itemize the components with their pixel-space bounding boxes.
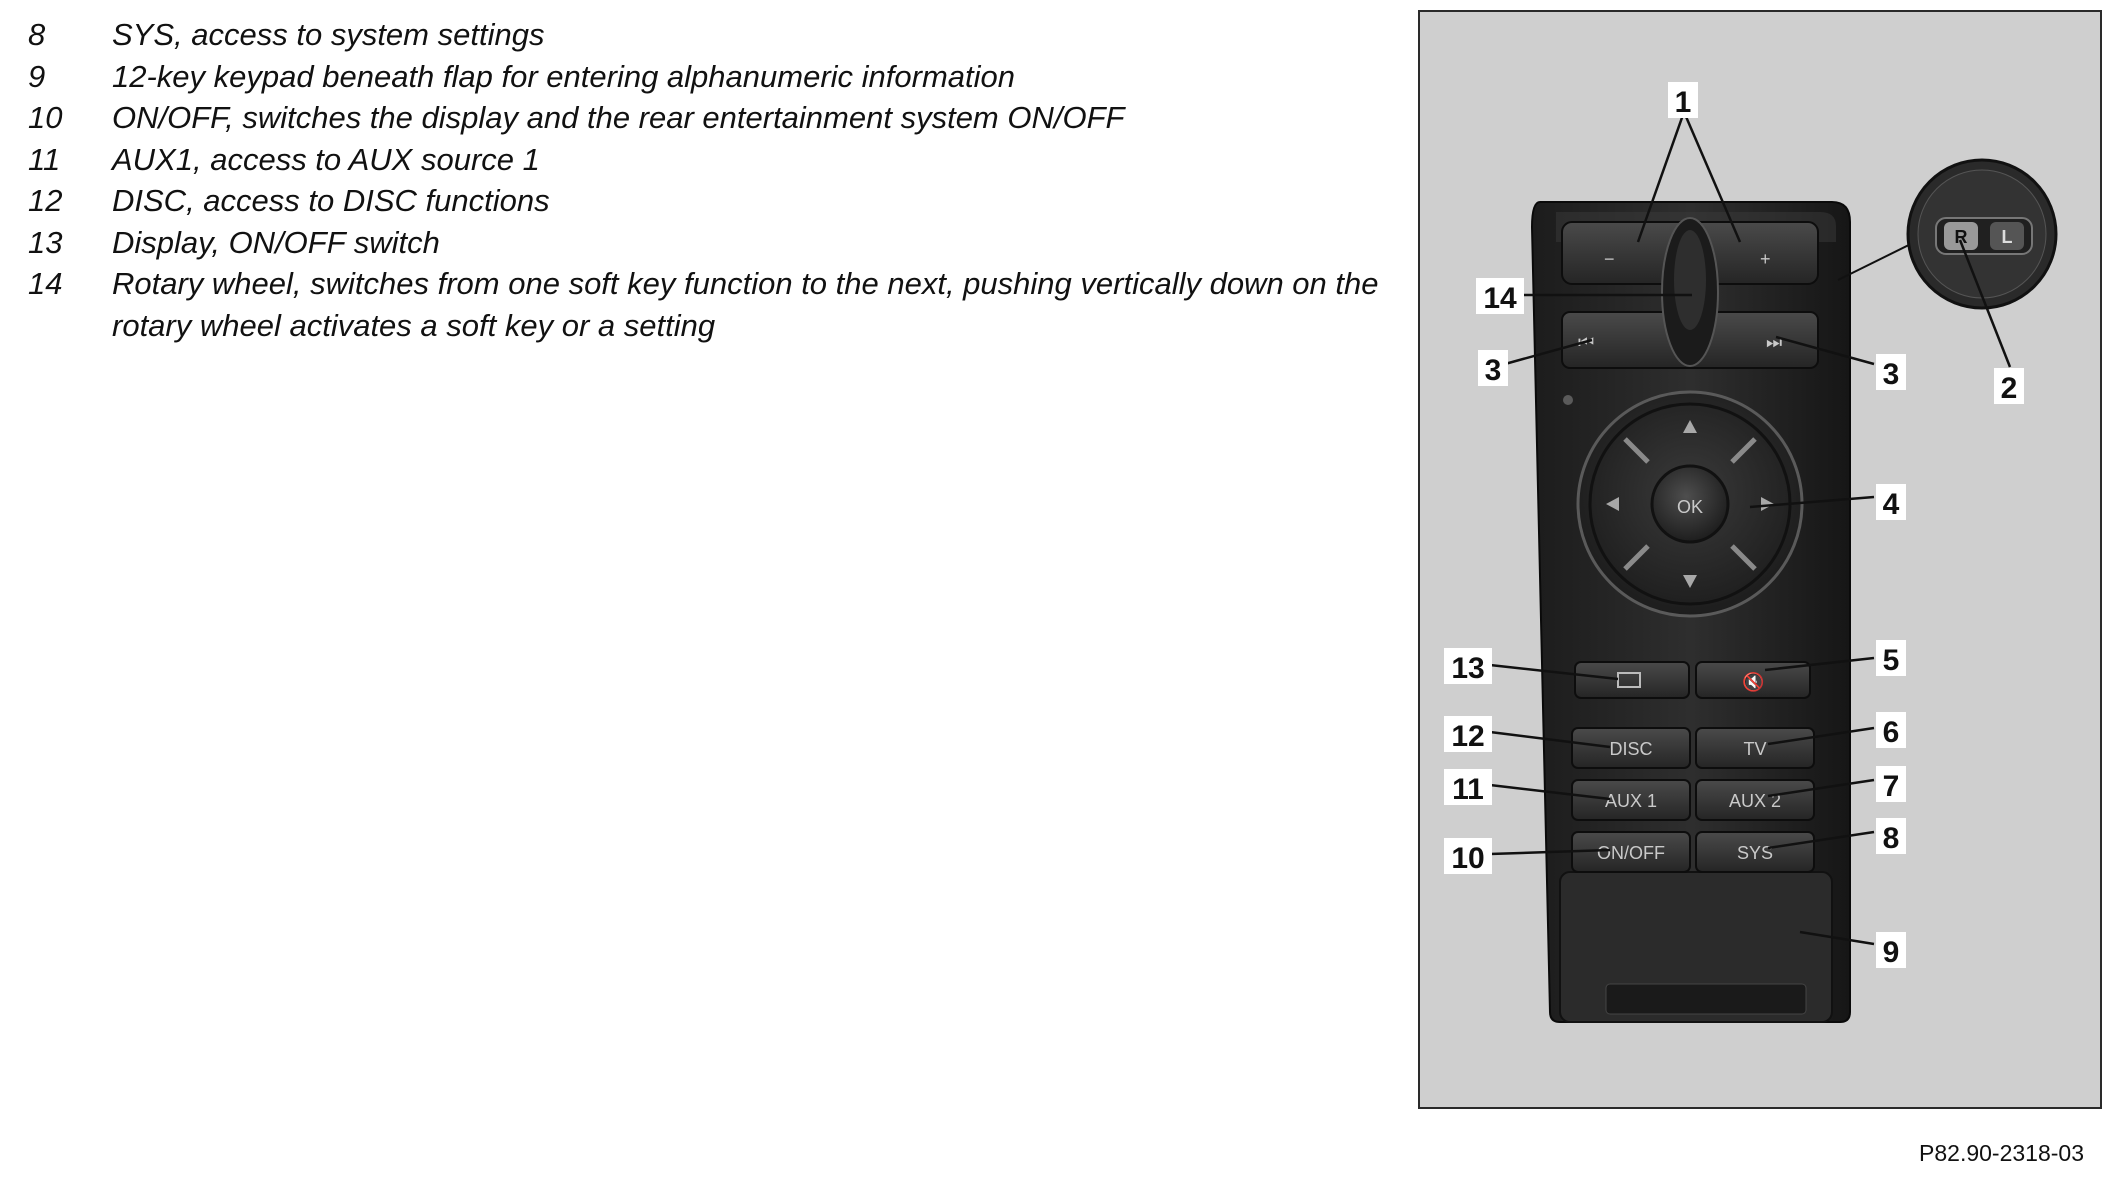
callout-2: 2 bbox=[2001, 372, 2018, 405]
volume-minus-button[interactable]: − bbox=[1604, 249, 1615, 269]
volume-plus-button[interactable]: + bbox=[1760, 249, 1771, 269]
display-onoff-button[interactable] bbox=[1575, 662, 1689, 698]
legend-number: 12 bbox=[28, 180, 112, 222]
legend-description: Rotary wheel, switches from one soft key… bbox=[112, 263, 1388, 346]
legend-number: 8 bbox=[28, 14, 112, 56]
callout-1: 1 bbox=[1675, 86, 1692, 119]
legend-description: ON/OFF, switches the display and the rea… bbox=[112, 97, 1388, 139]
remote-control-figure: − + ⏮ ⏭ OK bbox=[1418, 10, 2102, 1109]
callout-4: 4 bbox=[1883, 488, 1900, 521]
legend-description: Display, ON/OFF switch bbox=[112, 222, 1388, 264]
tv-label: TV bbox=[1743, 739, 1766, 759]
callout-3-right: 3 bbox=[1883, 358, 1900, 391]
legend-item: 11 AUX1, access to AUX source 1 bbox=[28, 139, 1388, 181]
callout-7: 7 bbox=[1883, 770, 1900, 803]
legend-list: 8 SYS, access to system settings 9 12-ke… bbox=[28, 14, 1388, 346]
legend-number: 9 bbox=[28, 56, 112, 98]
legend-description: DISC, access to DISC functions bbox=[112, 180, 1388, 222]
navigation-pad: OK bbox=[1578, 392, 1802, 616]
callout-6: 6 bbox=[1883, 716, 1900, 749]
legend-item: 10 ON/OFF, switches the display and the … bbox=[28, 97, 1388, 139]
legend-description: 12-key keypad beneath flap for entering … bbox=[112, 56, 1388, 98]
legend-item: 9 12-key keypad beneath flap for enterin… bbox=[28, 56, 1388, 98]
legend-number: 13 bbox=[28, 222, 112, 264]
callout-5: 5 bbox=[1883, 644, 1900, 677]
legend-item: 12 DISC, access to DISC functions bbox=[28, 180, 1388, 222]
ok-label: OK bbox=[1677, 497, 1703, 517]
aux1-label: AUX 1 bbox=[1605, 791, 1657, 811]
callout-12: 12 bbox=[1451, 720, 1484, 753]
remote-control-illustration: − + ⏮ ⏭ OK bbox=[1420, 12, 2100, 1107]
legend-number: 11 bbox=[28, 139, 112, 181]
sys-label: SYS bbox=[1737, 843, 1773, 863]
figure-reference-code: P82.90-2318-03 bbox=[1919, 1140, 2084, 1167]
callout-10: 10 bbox=[1451, 842, 1484, 875]
skip-forward-icon[interactable]: ⏭ bbox=[1766, 332, 1782, 352]
disc-label: DISC bbox=[1609, 739, 1652, 759]
legend-item: 13 Display, ON/OFF switch bbox=[28, 222, 1388, 264]
legend-item: 14 Rotary wheel, switches from one soft … bbox=[28, 263, 1388, 346]
onoff-label: ON/OFF bbox=[1597, 843, 1665, 863]
callout-13: 13 bbox=[1451, 652, 1484, 685]
switch-l-label: L bbox=[2002, 227, 2013, 247]
legend-item: 8 SYS, access to system settings bbox=[28, 14, 1388, 56]
callout-9: 9 bbox=[1883, 936, 1900, 969]
legend-number: 10 bbox=[28, 97, 112, 139]
mute-icon: 🔇 bbox=[1742, 671, 1764, 692]
callout-11: 11 bbox=[1452, 773, 1484, 806]
callout-3-left: 3 bbox=[1485, 354, 1502, 387]
legend-description: SYS, access to system settings bbox=[112, 14, 1388, 56]
legend-number: 14 bbox=[28, 263, 112, 346]
callout-8: 8 bbox=[1883, 822, 1900, 855]
side-switch-inset: R L bbox=[1838, 160, 2056, 308]
legend-description: AUX1, access to AUX source 1 bbox=[112, 139, 1388, 181]
indicator-led bbox=[1563, 395, 1573, 405]
callout-14: 14 bbox=[1483, 282, 1517, 315]
